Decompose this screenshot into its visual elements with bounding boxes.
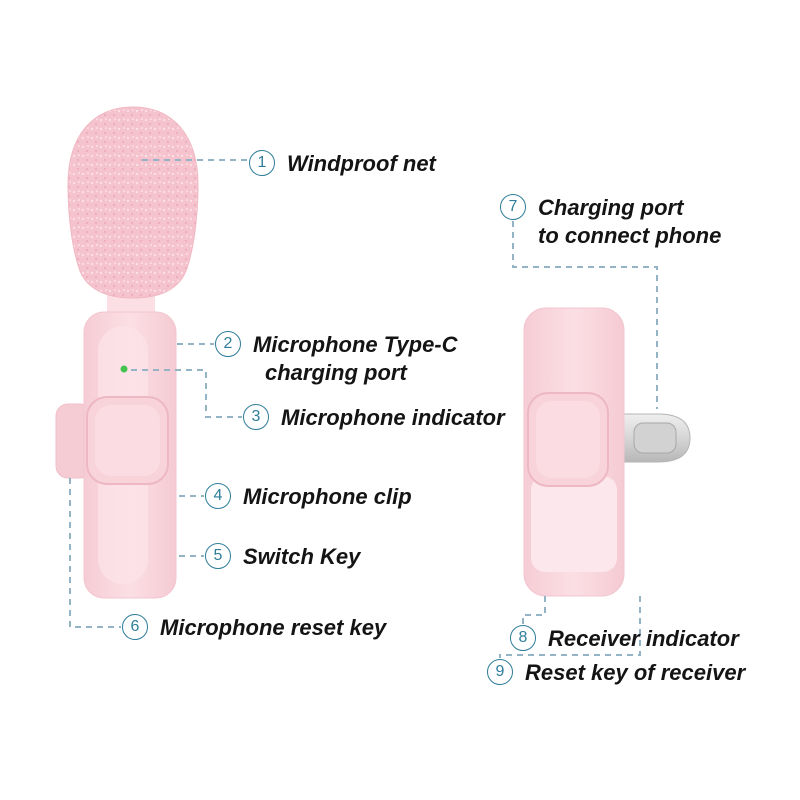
mic-clip-face [95,405,160,476]
callout-2-label: Microphone Type-C charging port [253,331,458,387]
connector-7 [512,221,658,409]
callout-4-badge: 4 [205,483,231,509]
callout-7-badge: 7 [500,194,526,220]
callout-2-line-2: charging port [265,360,407,385]
callout-7-line-1: Charging port [538,195,684,220]
callout-mic-indicator: 3 Microphone indicator [243,404,505,432]
callout-6-badge: 6 [122,614,148,640]
foam-windscreen [67,106,199,299]
callout-9-label: Reset key of receiver [525,660,746,685]
receiver-body-highlight [531,476,617,572]
callout-3-label: Microphone indicator [281,405,505,430]
callout-7-label: Charging port to connect phone [538,194,721,250]
connector-6 [69,478,121,628]
callout-8-badge: 8 [510,625,536,651]
callout-windproof-net: 1 Windproof net [249,150,436,178]
mic-indicator-dot [120,365,128,373]
callout-7-line-2: to connect phone [538,223,722,248]
callout-2-line-1: Microphone Type-C [253,332,458,357]
callout-mic-reset-key: 6 Microphone reset key [122,614,386,642]
receiver-clip-face [536,401,600,478]
callout-6-label: Microphone reset key [160,615,387,640]
callout-2-badge: 2 [215,331,241,357]
callout-switch-key: 5 Switch Key [205,543,360,571]
connector-8 [522,596,546,624]
callout-4-label: Microphone clip [243,484,412,509]
callout-mic-clip: 4 Microphone clip [205,483,412,511]
callout-mic-charging-port: 2 Microphone Type-C charging port [215,331,458,387]
callout-receiver-reset-key: 9 Reset key of receiver [487,659,745,687]
connector-9 [499,596,641,658]
connector-3 [131,369,242,418]
callout-1-label: Windproof net [287,151,436,176]
usb-c-plug-face [633,422,677,454]
callout-1-badge: 1 [249,150,275,176]
connector-lines [69,159,658,658]
receiver-illustration [523,307,691,597]
callout-8-label: Receiver indicator [548,626,739,651]
callout-receiver-indicator: 8 Receiver indicator [510,625,739,653]
callout-receiver-charging-port: 7 Charging port to connect phone [500,194,721,250]
callout-9-badge: 9 [487,659,513,685]
callout-5-badge: 5 [205,543,231,569]
callout-3-badge: 3 [243,404,269,430]
microphone-illustration [55,106,199,599]
callout-5-label: Switch Key [243,544,361,569]
